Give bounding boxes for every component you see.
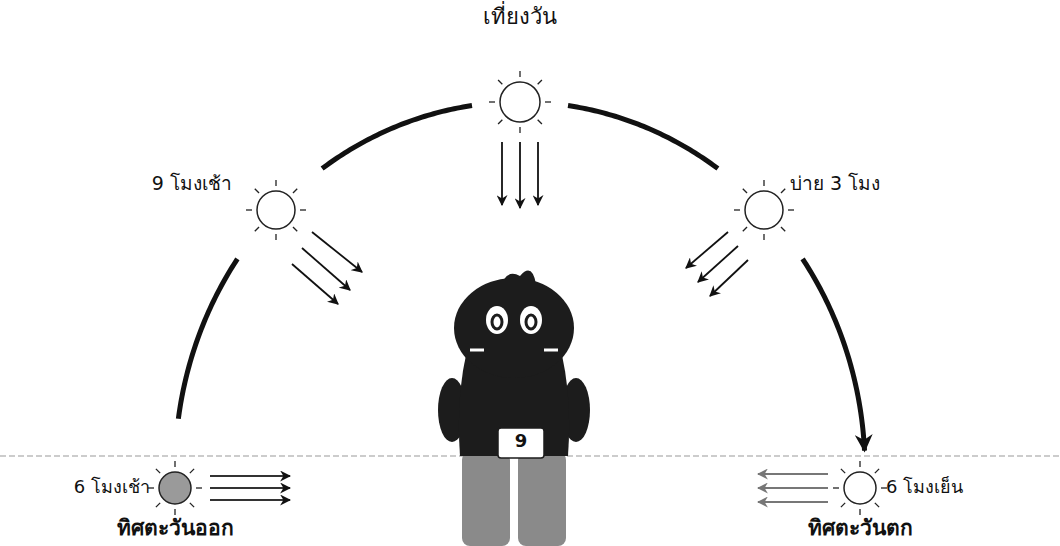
sunset-ray-arrow	[758, 473, 828, 475]
afternoon-ray-arrow	[710, 260, 748, 296]
mascot-figure	[438, 271, 590, 546]
sunrise-ray-arrow	[210, 499, 290, 501]
badge-number: 9	[515, 430, 528, 452]
badge	[498, 428, 544, 458]
direction-label: ทิศตะวันออก	[117, 516, 234, 541]
afternoon-sun	[734, 180, 794, 240]
sun-path-arc	[322, 106, 472, 169]
sunrise-sun	[148, 461, 202, 515]
noon-ray-arrow	[537, 142, 539, 205]
sun-path-arc	[568, 106, 718, 169]
morning-ray-arrow	[302, 248, 350, 290]
morning-sun	[246, 180, 306, 240]
noon-sun	[489, 71, 551, 133]
sunset-ray-arrow	[758, 487, 828, 489]
sunrise-ray-arrow	[210, 487, 290, 489]
time-label: เที่ยงวัน	[483, 4, 557, 30]
morning-ray-arrow	[312, 232, 362, 272]
time-label: บ่าย 3 โมง	[790, 172, 880, 195]
sunrise-ray-arrow	[210, 475, 290, 477]
direction-label: ทิศตะวันตก	[808, 516, 913, 541]
afternoon-ray-arrow	[698, 246, 738, 282]
sun-path-arc	[178, 259, 237, 419]
sunset-ray-arrow	[758, 501, 828, 503]
afternoon-ray-arrow	[686, 232, 728, 268]
time-label: 9 โมงเช้า	[152, 172, 232, 195]
sunset-sun	[833, 461, 887, 515]
noon-ray-arrow	[501, 142, 503, 205]
time-label: 6 โมงเช้า	[74, 476, 150, 498]
noon-ray-arrow	[519, 142, 521, 208]
morning-ray-arrow	[292, 264, 338, 304]
time-label: 6 โมงเย็น	[886, 476, 963, 498]
sun-path-arc	[803, 259, 865, 451]
